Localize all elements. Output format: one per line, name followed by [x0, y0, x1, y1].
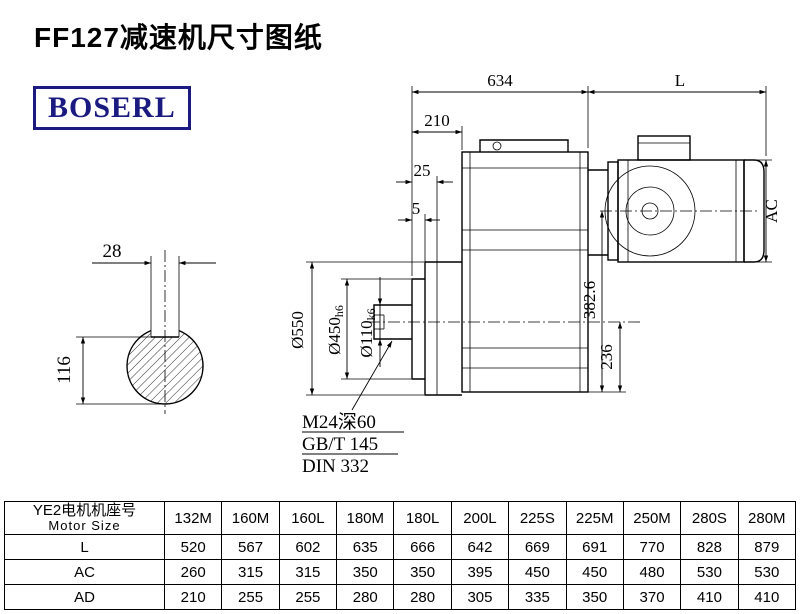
cell-L-250M: 770 [622, 534, 682, 561]
note-m24: M24深60 [302, 411, 376, 433]
note-din332: DIN 332 [302, 456, 369, 477]
dim-382-label: 382.6 [580, 281, 599, 319]
cell-L-280S: 828 [680, 534, 739, 561]
column-header-180M: 180M [336, 500, 395, 536]
note-gbt145: GB/T 145 [302, 434, 378, 455]
shaft-end-view: 28 116 [54, 241, 216, 414]
dimension-drawing: 28 116 [54, 71, 781, 477]
cell-AD-225S: 335 [508, 584, 567, 611]
header-motor-size: YE2电机机座号 Motor Size [4, 500, 165, 536]
cell-L-225S: 669 [508, 534, 567, 561]
row-label-L: L [4, 534, 165, 561]
column-header-160M: 160M [221, 500, 280, 536]
cell-AD-200L: 305 [450, 584, 510, 611]
cell-AD-180M: 280 [336, 584, 395, 611]
cell-L-225M: 691 [565, 534, 624, 561]
cell-AC-180M: 350 [336, 559, 395, 586]
cell-L-160M: 567 [221, 534, 280, 561]
side-view-dims [309, 89, 769, 411]
column-header-280M: 280M [737, 500, 797, 536]
cell-AC-280S: 530 [680, 559, 739, 586]
cell-AC-132M: 260 [163, 559, 223, 586]
cell-L-160L: 602 [278, 534, 338, 561]
cell-AC-200L: 395 [450, 559, 510, 586]
dim-550-label: Ø550 [288, 311, 307, 349]
flange-spigot [411, 278, 425, 380]
cell-AD-180L: 280 [393, 584, 452, 611]
dim-AC-label: AC [762, 199, 781, 223]
cell-AC-225M: 450 [565, 559, 624, 586]
column-header-225M: 225M [565, 500, 624, 536]
row-label-AD: AD [4, 584, 165, 611]
cell-AD-160M: 255 [221, 584, 280, 611]
cell-AD-280S: 410 [680, 584, 739, 611]
axis-centerlines [368, 210, 758, 323]
column-header-132M: 132M [163, 500, 223, 536]
dim-634-label: 634 [487, 71, 513, 90]
left-view-dims [80, 260, 216, 404]
dim-25-label: 25 [414, 161, 431, 180]
dim-116-label: 116 [54, 356, 75, 384]
column-header-225S: 225S [508, 500, 567, 536]
dim-28-label: 28 [103, 241, 122, 262]
cell-AC-250M: 480 [622, 559, 682, 586]
cell-L-180M: 635 [336, 534, 395, 561]
header-motor-size-en: Motor Size [48, 518, 121, 534]
cell-AD-132M: 210 [163, 584, 223, 611]
gear-housing [461, 151, 589, 393]
dim-450-label: Ø450h6 [325, 305, 346, 355]
cell-L-200L: 642 [450, 534, 510, 561]
row-label-AC: AC [4, 559, 165, 586]
column-header-250M: 250M [622, 500, 682, 536]
dim-L-label: L [675, 71, 685, 90]
dim-5-label: 5 [412, 199, 421, 218]
lifting-eye [492, 141, 502, 151]
cell-AD-225M: 350 [565, 584, 624, 611]
terminal-box [637, 135, 691, 161]
gearbox-side-view: 634 L 210 25 5 AC Ø550 Ø450h6 Ø110k6 382… [288, 71, 781, 477]
cell-L-132M: 520 [163, 534, 223, 561]
cell-L-180L: 666 [393, 534, 452, 561]
cell-AC-160M: 315 [221, 559, 280, 586]
cell-AD-250M: 370 [622, 584, 682, 611]
mounting-flange [424, 261, 462, 396]
column-header-280S: 280S [680, 500, 739, 536]
dim-210-label: 210 [424, 111, 450, 130]
cell-AD-160L: 255 [278, 584, 338, 611]
brand-logo-text: BOSERL [48, 91, 176, 124]
cell-AD-280M: 410 [737, 584, 797, 611]
dim-110-label: Ø110k6 [357, 308, 378, 357]
header-motor-size-cn: YE2电机机座号 [32, 502, 137, 519]
cell-AC-225S: 450 [508, 559, 567, 586]
cell-AC-160L: 315 [278, 559, 338, 586]
cell-AC-280M: 530 [737, 559, 797, 586]
cell-L-280M: 879 [737, 534, 797, 561]
cell-AC-180L: 350 [393, 559, 452, 586]
column-header-200L: 200L [450, 500, 510, 536]
column-header-180L: 180L [393, 500, 452, 536]
dim-236-label: 236 [597, 344, 616, 370]
page-title: FF127减速机尺寸图纸 [34, 22, 323, 53]
column-header-160L: 160L [278, 500, 338, 536]
brand-logo: BOSERL [33, 86, 191, 130]
